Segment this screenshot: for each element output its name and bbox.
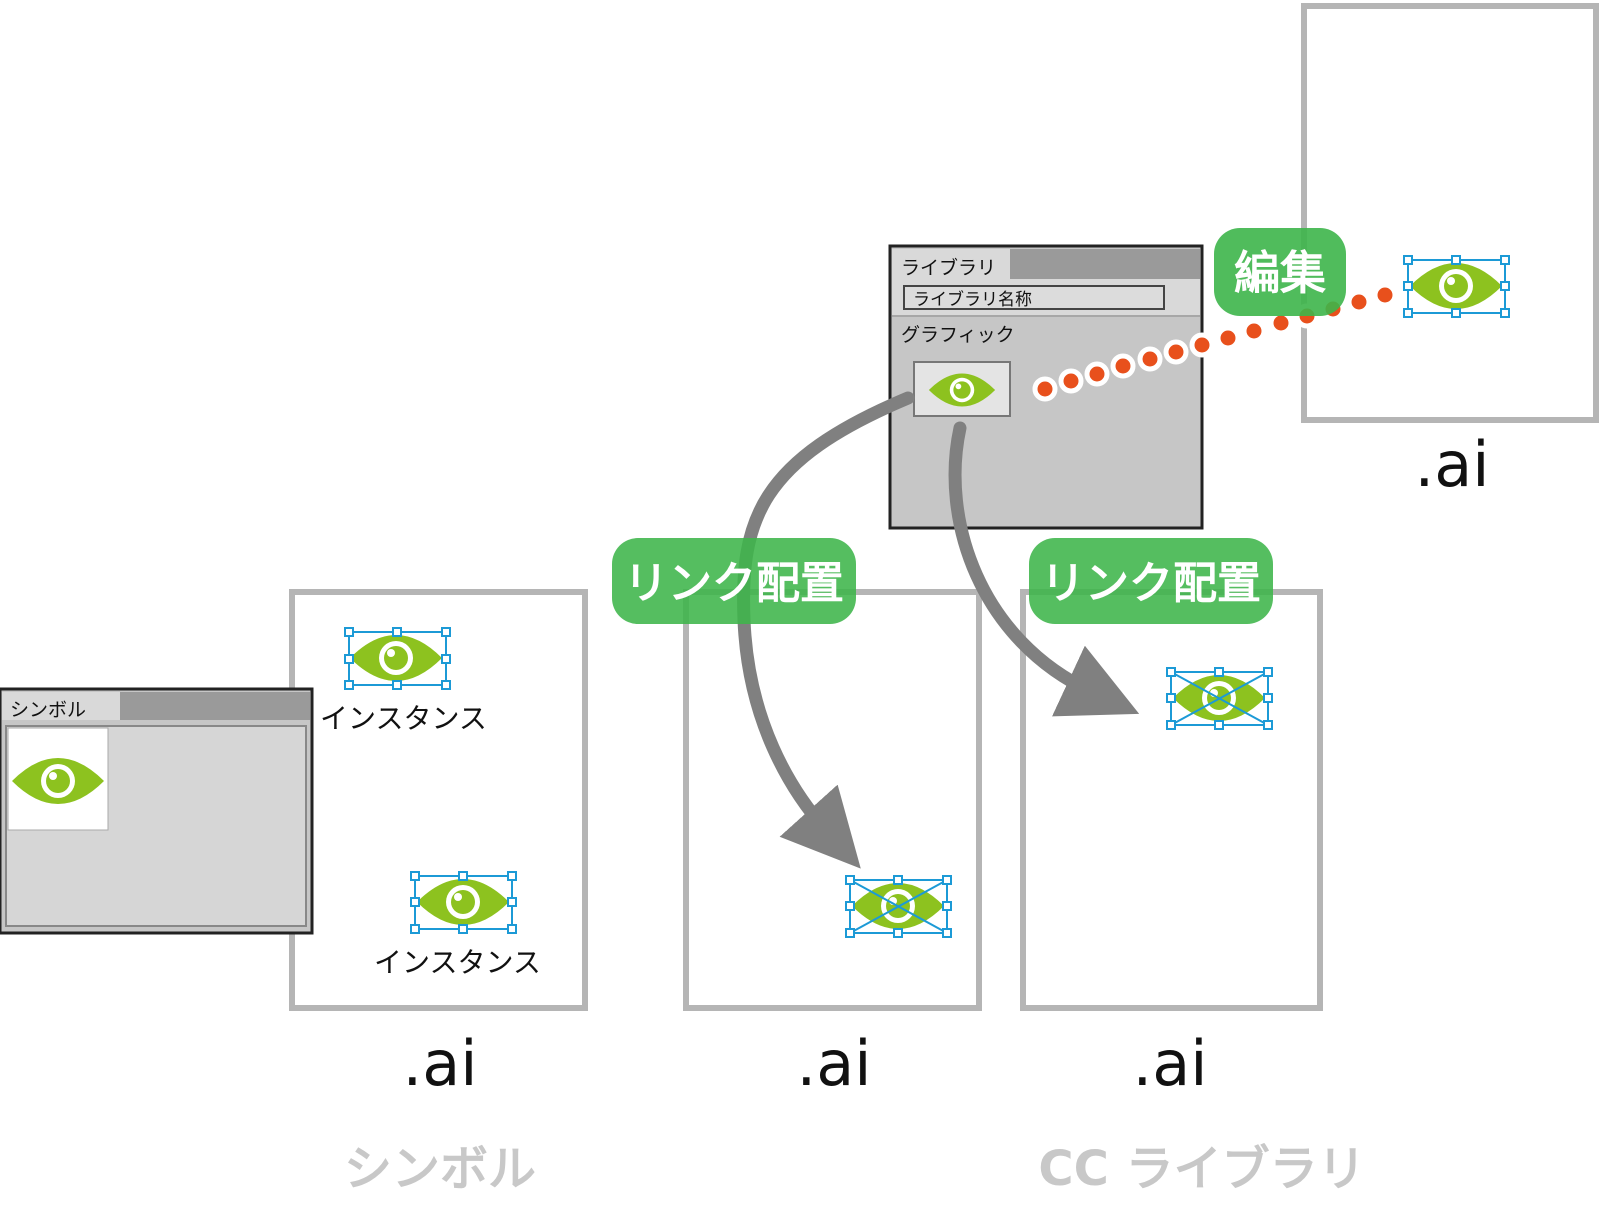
instance-2[interactable] (410, 871, 517, 934)
link-arrow-right (948, 421, 1140, 717)
link-place-badge-1: リンク配置 (612, 538, 856, 624)
symbol-panel: シンボル (0, 687, 314, 935)
library-section-label: グラフィック (901, 324, 1015, 346)
category-symbol: シンボル (344, 1141, 536, 1197)
symbol-panel-tab[interactable]: シンボル (10, 699, 86, 721)
edit-badge: 編集 (1214, 228, 1346, 316)
linked-graphic-1[interactable] (845, 875, 952, 938)
link-place-label-2: リンク配置 (1041, 558, 1261, 609)
library-name-text: ライブラリ名称 (913, 289, 1032, 310)
document-frame-3 (1020, 589, 1323, 1011)
file-ext-label-4: .ai (1415, 428, 1490, 501)
instance-label-1: インスタンス (320, 702, 487, 735)
instance-1[interactable] (344, 627, 451, 690)
document-frame-4 (1301, 3, 1599, 423)
instance-label-2: インスタンス (374, 946, 541, 979)
link-place-label-1: リンク配置 (624, 558, 844, 609)
edit-label: 編集 (1234, 246, 1326, 300)
edit-target-graphic[interactable] (1403, 255, 1510, 318)
file-ext-label-2: .ai (797, 1027, 872, 1100)
category-cc-library: CC ライブラリ (1038, 1141, 1365, 1197)
library-panel-tab[interactable]: ライブラリ (901, 256, 996, 279)
linked-graphic-2[interactable] (1166, 667, 1273, 730)
file-ext-label-1: .ai (403, 1027, 478, 1100)
file-ext-label-3: .ai (1133, 1027, 1208, 1100)
link-place-badge-2: リンク配置 (1029, 538, 1273, 624)
library-name-field[interactable] (903, 285, 1165, 310)
document-frame-2 (683, 589, 982, 1011)
